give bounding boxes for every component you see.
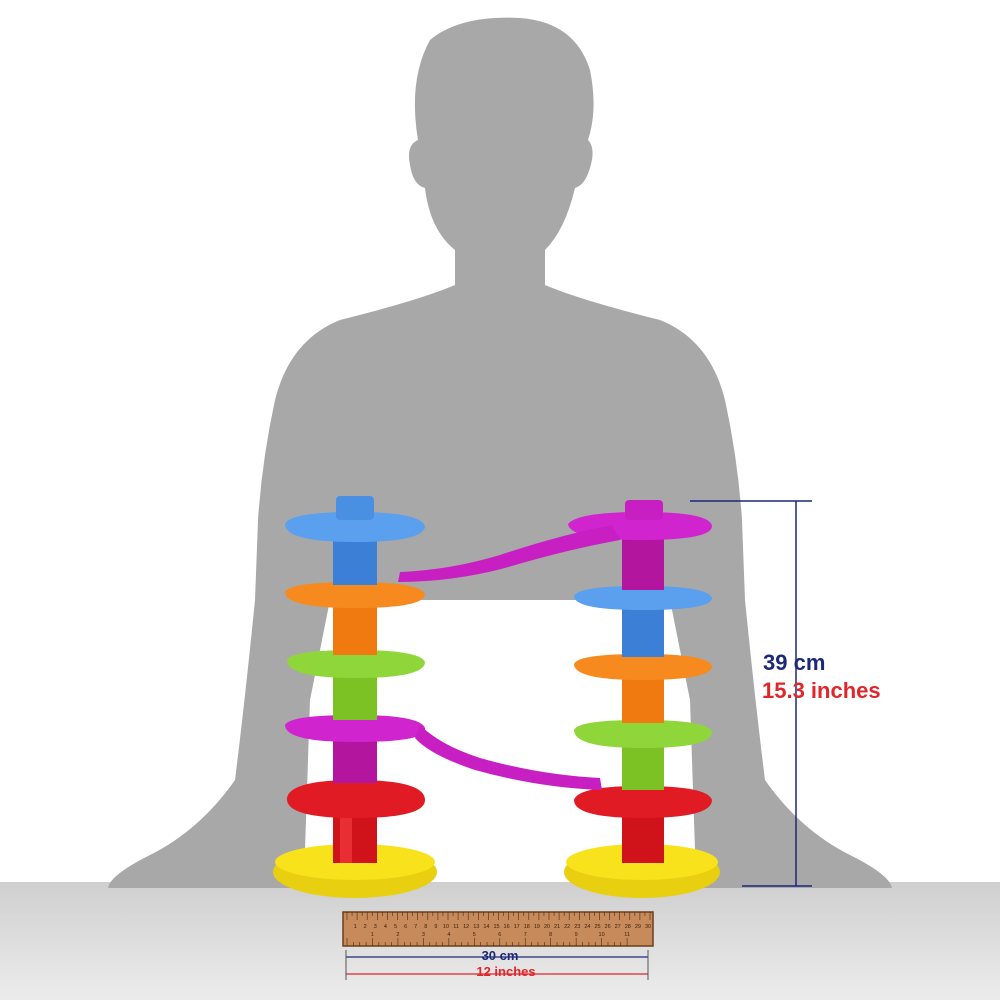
ruler-cm-label: 30 xyxy=(645,924,651,930)
height-dimension-line xyxy=(690,500,812,887)
right-red-disc xyxy=(574,786,712,818)
right-tower xyxy=(564,500,720,898)
left-tower xyxy=(273,496,437,898)
ruler-inch-label: 4 xyxy=(447,932,450,938)
ruler-cm-label: 10 xyxy=(443,924,449,930)
ruler-inch-label: 10 xyxy=(599,932,605,938)
ruler-cm-label: 7 xyxy=(414,924,417,930)
ruler-inch-label: 5 xyxy=(473,932,476,938)
right-green-disc xyxy=(574,720,712,748)
ruler-cm-label: 3 xyxy=(374,924,377,930)
ruler-inch-label: 1 xyxy=(371,932,374,938)
left-green-disc xyxy=(287,650,425,678)
width-inch-label: 12 inches xyxy=(476,964,536,979)
ruler-cm-label: 6 xyxy=(404,924,407,930)
ruler-cm-label: 29 xyxy=(635,924,641,930)
left-magenta-disc xyxy=(285,715,426,742)
lower-ramp xyxy=(415,725,602,790)
ruler-cm-label: 4 xyxy=(384,924,387,930)
ruler-cm-label: 21 xyxy=(554,924,560,930)
height-cm-label: 39 cm xyxy=(763,650,826,675)
ruler-cm-label: 26 xyxy=(605,924,611,930)
ruler-inch-label: 6 xyxy=(498,932,501,938)
ruler-cm-label: 8 xyxy=(424,924,427,930)
ruler-cm-label: 24 xyxy=(584,924,590,930)
ruler-inch-label: 11 xyxy=(624,932,630,938)
ruler-cm-label: 5 xyxy=(394,924,397,930)
ruler-inch-label: 8 xyxy=(549,932,552,938)
ruler-inch-label: 2 xyxy=(396,932,399,938)
left-red-disc xyxy=(286,780,425,818)
ruler-cm-label: 23 xyxy=(574,924,580,930)
ruler-cm-label: 17 xyxy=(514,924,520,930)
ruler-cm-label: 12 xyxy=(463,924,469,930)
ruler-cm-label: 9 xyxy=(434,924,437,930)
human-silhouette xyxy=(108,17,892,888)
left-blue-disc xyxy=(285,512,425,542)
right-blue-disc xyxy=(574,586,712,610)
ruler-cm-label: 15 xyxy=(493,924,499,930)
right-orange-disc xyxy=(574,654,712,680)
ruler-cm-label: 19 xyxy=(534,924,540,930)
ruler-cm-label: 27 xyxy=(615,924,621,930)
ruler-cm-label: 18 xyxy=(524,924,530,930)
ruler-cm-label: 22 xyxy=(564,924,570,930)
ruler-cm-label: 2 xyxy=(364,924,367,930)
ruler-cm-label: 25 xyxy=(594,924,600,930)
ruler-cm-label: 11 xyxy=(453,924,459,930)
ruler-inch-label: 9 xyxy=(575,932,578,938)
ruler-cm-label: 20 xyxy=(544,924,550,930)
ruler-cm-label: 1 xyxy=(354,924,357,930)
width-cm-label: 30 cm xyxy=(481,948,519,963)
ruler-cm-label: 16 xyxy=(504,924,510,930)
ruler-inch-label: 3 xyxy=(422,932,425,938)
left-orange-disc xyxy=(285,582,425,608)
upper-ramp xyxy=(398,525,620,582)
width-dimension-lines xyxy=(345,950,649,980)
height-inch-label: 15.3 inches xyxy=(762,678,881,703)
ruler-inch-label: 7 xyxy=(524,932,527,938)
ruler-cm-label: 28 xyxy=(625,924,631,930)
ruler-cm-label: 13 xyxy=(473,924,479,930)
ruler-cm-label: 14 xyxy=(483,924,489,930)
